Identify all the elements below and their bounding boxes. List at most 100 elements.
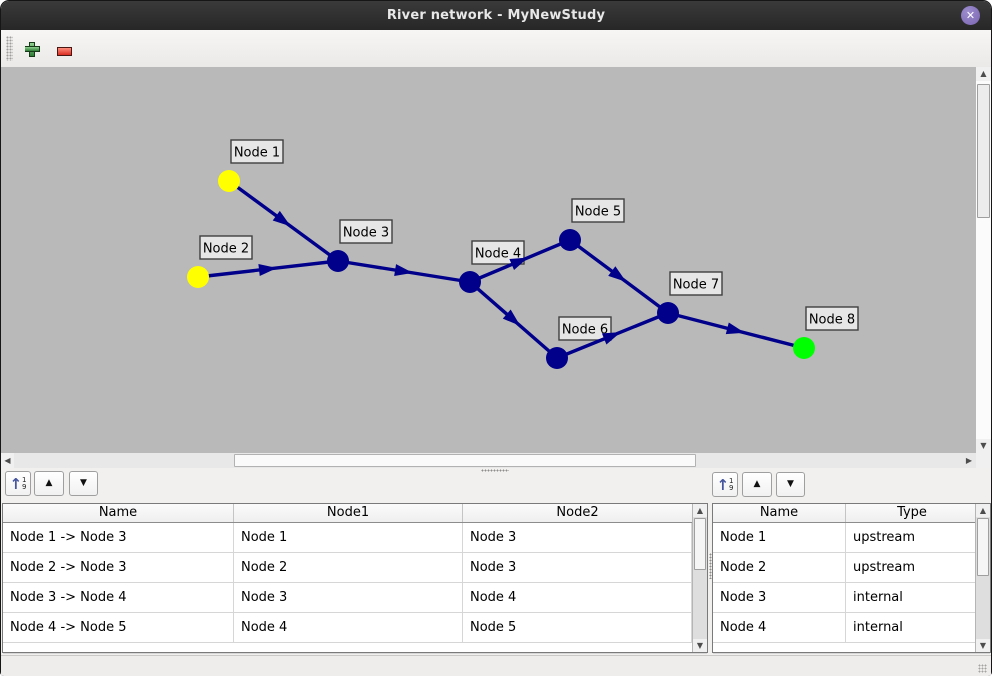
table-cell[interactable]: Node 2 -> Node 3 — [3, 553, 234, 583]
table-cell[interactable]: Node 3 — [463, 553, 692, 583]
node-label-box — [339, 219, 393, 244]
scroll-down-arrow[interactable]: ▼ — [693, 639, 707, 652]
scrollbar-thumb[interactable] — [694, 518, 706, 570]
table-cell[interactable]: Node 4 — [234, 613, 463, 643]
node-label-box — [805, 306, 859, 331]
scroll-right-arrow[interactable]: ▶ — [962, 453, 976, 468]
edges-table-scrollbar[interactable]: ▲ ▼ — [692, 504, 707, 652]
horizontal-splitter[interactable] — [1, 468, 991, 473]
nodes-table-header: Name Type — [713, 504, 990, 523]
table-cell[interactable]: Node 1 -> Node 3 — [3, 523, 234, 553]
edge-arrowhead — [394, 264, 413, 277]
graph-node[interactable] — [459, 271, 481, 293]
table-cell[interactable]: Node 3 — [463, 523, 692, 553]
node-move-down-button[interactable]: ▼ — [776, 472, 805, 497]
table-cell[interactable]: upstream — [846, 523, 978, 553]
node-move-up-button[interactable]: ▲ — [742, 472, 772, 497]
node-label-box — [571, 198, 625, 223]
table-cell[interactable]: internal — [846, 583, 978, 613]
nodes-table-scrollbar[interactable]: ▲ ▼ — [975, 504, 990, 652]
toolbar-drag-handle[interactable] — [6, 36, 13, 61]
canvas-vertical-scrollbar[interactable]: ▲ ▼ — [976, 67, 991, 453]
scroll-down-arrow[interactable]: ▼ — [976, 639, 990, 652]
column-header-node1[interactable]: Node1 — [234, 504, 463, 522]
node-label: Node 3 — [343, 226, 389, 241]
up-arrow-icon: ▲ — [753, 479, 761, 489]
down-arrow-icon: ▼ — [787, 479, 794, 489]
scroll-down-arrow[interactable]: ▼ — [976, 439, 991, 453]
table-cell[interactable]: internal — [846, 613, 978, 643]
table-cell[interactable]: Node 4 — [463, 583, 692, 613]
close-button[interactable]: ✕ — [961, 6, 980, 25]
edge-arrowhead — [725, 322, 745, 335]
column-header-name[interactable]: Name — [713, 504, 846, 522]
node-label-box — [669, 271, 723, 296]
add-node-button[interactable] — [21, 38, 43, 60]
node-label: Node 7 — [673, 278, 719, 293]
scrollbar-thumb[interactable] — [977, 518, 989, 576]
partial-row — [3, 643, 707, 654]
graph-node[interactable] — [559, 229, 581, 251]
table-cell[interactable]: upstream — [846, 553, 978, 583]
table-cell[interactable]: Node 1 — [234, 523, 463, 553]
graph-node[interactable] — [218, 170, 240, 192]
table-cell[interactable]: Node 3 — [234, 583, 463, 613]
canvas-horizontal-scrollbar[interactable]: ◀ ▶ — [1, 453, 976, 468]
graph-node[interactable] — [327, 250, 349, 272]
column-header-name[interactable]: Name — [3, 504, 234, 522]
table-cell[interactable]: Node 4 -> Node 5 — [3, 613, 234, 643]
minus-icon — [56, 46, 72, 56]
graph-node[interactable] — [546, 347, 568, 369]
node-label: Node 6 — [562, 323, 608, 338]
scrollbar-thumb[interactable] — [977, 84, 990, 218]
scroll-up-arrow[interactable]: ▲ — [976, 67, 991, 81]
resize-grip[interactable] — [978, 664, 987, 673]
edge-arrowhead — [272, 210, 291, 227]
column-header-node2[interactable]: Node2 — [556, 505, 599, 520]
table-cell[interactable]: Node 3 -> Node 4 — [3, 583, 234, 613]
remove-node-button[interactable] — [53, 40, 75, 62]
scroll-up-arrow[interactable]: ▲ — [693, 504, 707, 517]
vertical-splitter[interactable] — [708, 503, 712, 653]
column-header-type[interactable]: Type — [897, 505, 927, 520]
table-cell[interactable]: Node 1 — [713, 523, 846, 553]
splitter-grip — [481, 469, 509, 472]
node-label: Node 4 — [475, 247, 521, 262]
node-label-box — [471, 240, 525, 265]
scroll-up-arrow[interactable]: ▲ — [976, 504, 990, 517]
table-cell[interactable]: Node 4 — [713, 613, 846, 643]
table-cell[interactable]: Node 2 — [713, 553, 846, 583]
toolbar — [1, 30, 991, 68]
table-cell[interactable]: Node 2 — [234, 553, 463, 583]
node-label: Node 5 — [575, 205, 621, 220]
graph-node[interactable] — [657, 302, 679, 324]
graph-node[interactable] — [187, 266, 209, 288]
table-cell[interactable]: Node 5 — [463, 613, 692, 643]
plus-icon — [24, 41, 40, 57]
title-bar[interactable]: River network - MyNewStudy ✕ — [1, 1, 991, 30]
graph-node[interactable] — [793, 337, 815, 359]
scroll-left-arrow[interactable]: ◀ — [1, 453, 14, 468]
edge-move-up-button[interactable]: ▲ — [34, 471, 64, 496]
scrollbar-thumb[interactable] — [234, 454, 696, 467]
down-arrow-icon: ▼ — [80, 478, 87, 488]
edge-move-down-button[interactable]: ▼ — [69, 471, 98, 496]
edge-arrowhead — [601, 332, 621, 345]
edge-arrowhead — [608, 266, 627, 282]
table-cell[interactable]: Node 3 — [713, 583, 846, 613]
